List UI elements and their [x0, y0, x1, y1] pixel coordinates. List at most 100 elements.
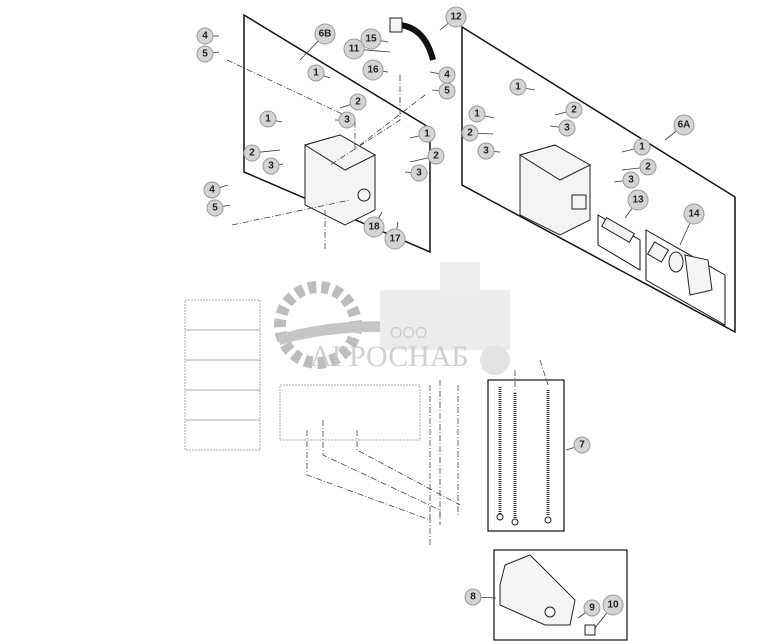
callout-9: 9 [577, 599, 601, 619]
callout-3: 3 [335, 111, 356, 129]
valve-stack-ghost [184, 299, 461, 545]
watermark: ООО АГРОСНАБ [274, 262, 510, 375]
callout-label: 3 [268, 161, 274, 172]
watermark-prefix: ООО [390, 325, 427, 342]
callout-label: 4 [444, 70, 450, 81]
callout-label: 5 [212, 203, 218, 214]
callout-label: 8 [470, 592, 476, 603]
callout-circle [633, 138, 651, 156]
callout-circle [349, 93, 367, 111]
callout-circle [203, 181, 221, 199]
tie-rods-7 [496, 387, 552, 526]
callout-13: 13 [624, 189, 649, 219]
callout-4: 4 [203, 181, 229, 199]
gear-logo-icon [274, 281, 400, 369]
callout-label: 4 [202, 31, 208, 42]
callout-circle [622, 171, 640, 189]
callout-3: 3 [477, 142, 501, 160]
callout-11: 11 [343, 38, 391, 60]
callout-label: 3 [628, 175, 634, 186]
callout-1: 1 [509, 78, 536, 96]
callout-label: 10 [607, 600, 619, 611]
callout-3: 3 [404, 164, 428, 182]
callout-label: 7 [579, 440, 585, 451]
callout-6b: 6B [299, 23, 336, 61]
callout-label: 6B [319, 29, 332, 40]
callout-18: 18 [363, 211, 385, 238]
callout-label: 2 [645, 162, 651, 173]
callout-label: 1 [639, 142, 645, 153]
hose-12 [389, 17, 436, 61]
callout-label: 1 [265, 114, 271, 125]
callout-2: 2 [461, 124, 494, 142]
callout-10: 10 [594, 594, 624, 629]
callout-circle [639, 158, 657, 176]
combine-harvester-logo-icon [380, 262, 510, 375]
callout-circle [427, 147, 445, 165]
callout-label: 9 [589, 603, 595, 614]
valve-block-6b [303, 134, 377, 226]
callout-12: 12 [439, 6, 467, 31]
callout-circle [438, 82, 456, 100]
box-8 [493, 549, 628, 641]
callout-label: 17 [389, 234, 401, 245]
callout-circle [468, 105, 486, 123]
callout-label: 5 [444, 86, 450, 97]
callout-3: 3 [613, 171, 640, 189]
callout-5: 5 [206, 199, 231, 217]
callout-8: 8 [464, 588, 497, 606]
callout-1: 1 [259, 110, 283, 128]
callout-label: 2 [249, 148, 255, 159]
callout-2: 2 [621, 158, 657, 176]
callout-circle [196, 27, 214, 45]
callout-label: 1 [313, 68, 319, 79]
callout-label: 1 [515, 82, 521, 93]
callout-4: 4 [196, 27, 219, 45]
callout-6a: 6A [664, 114, 695, 141]
callout-17: 17 [384, 221, 406, 250]
callout-label: 18 [368, 222, 380, 233]
callout-label: 2 [433, 151, 439, 162]
callout-circle [673, 114, 695, 136]
callout-circle [243, 144, 261, 162]
cartridge-13 [600, 216, 636, 244]
callout-1: 1 [307, 64, 331, 82]
callout-label: 2 [355, 97, 361, 108]
callout-label: 2 [571, 105, 577, 116]
callout-7: 7 [565, 436, 591, 454]
callout-circle [583, 599, 601, 617]
callout-2: 2 [339, 93, 367, 111]
callout-label: 2 [467, 128, 473, 139]
callout-label: 15 [365, 34, 377, 45]
callout-14: 14 [679, 203, 705, 246]
callout-label: 1 [474, 109, 480, 120]
callout-circle [602, 594, 624, 616]
callout-circle [565, 101, 583, 119]
callout-circle [343, 38, 365, 60]
callout-3: 3 [262, 157, 284, 175]
callout-1: 1 [409, 125, 436, 143]
callout-label: 16 [367, 65, 379, 76]
callout-16: 16 [362, 59, 389, 81]
end-plate-8 [499, 554, 596, 636]
callout-circle [384, 228, 406, 250]
callout-2: 2 [409, 147, 445, 165]
callout-label: 3 [483, 146, 489, 157]
watermark-name: АГРОСНАБ [310, 340, 469, 373]
callout-circle [683, 203, 705, 225]
callout-1: 1 [468, 105, 495, 123]
callout-label: 3 [344, 115, 350, 126]
callout-circle [360, 28, 382, 50]
callout-2: 2 [554, 101, 583, 119]
callout-label: 5 [202, 49, 208, 60]
callout-circle [259, 110, 277, 128]
callout-label: 6A [678, 120, 691, 131]
callout-4: 4 [429, 66, 456, 84]
callout-circle [262, 157, 280, 175]
valve-block-6a [518, 144, 592, 236]
callout-label: 11 [349, 44, 360, 55]
callout-label: 14 [688, 209, 700, 220]
callout-5: 5 [196, 45, 220, 63]
